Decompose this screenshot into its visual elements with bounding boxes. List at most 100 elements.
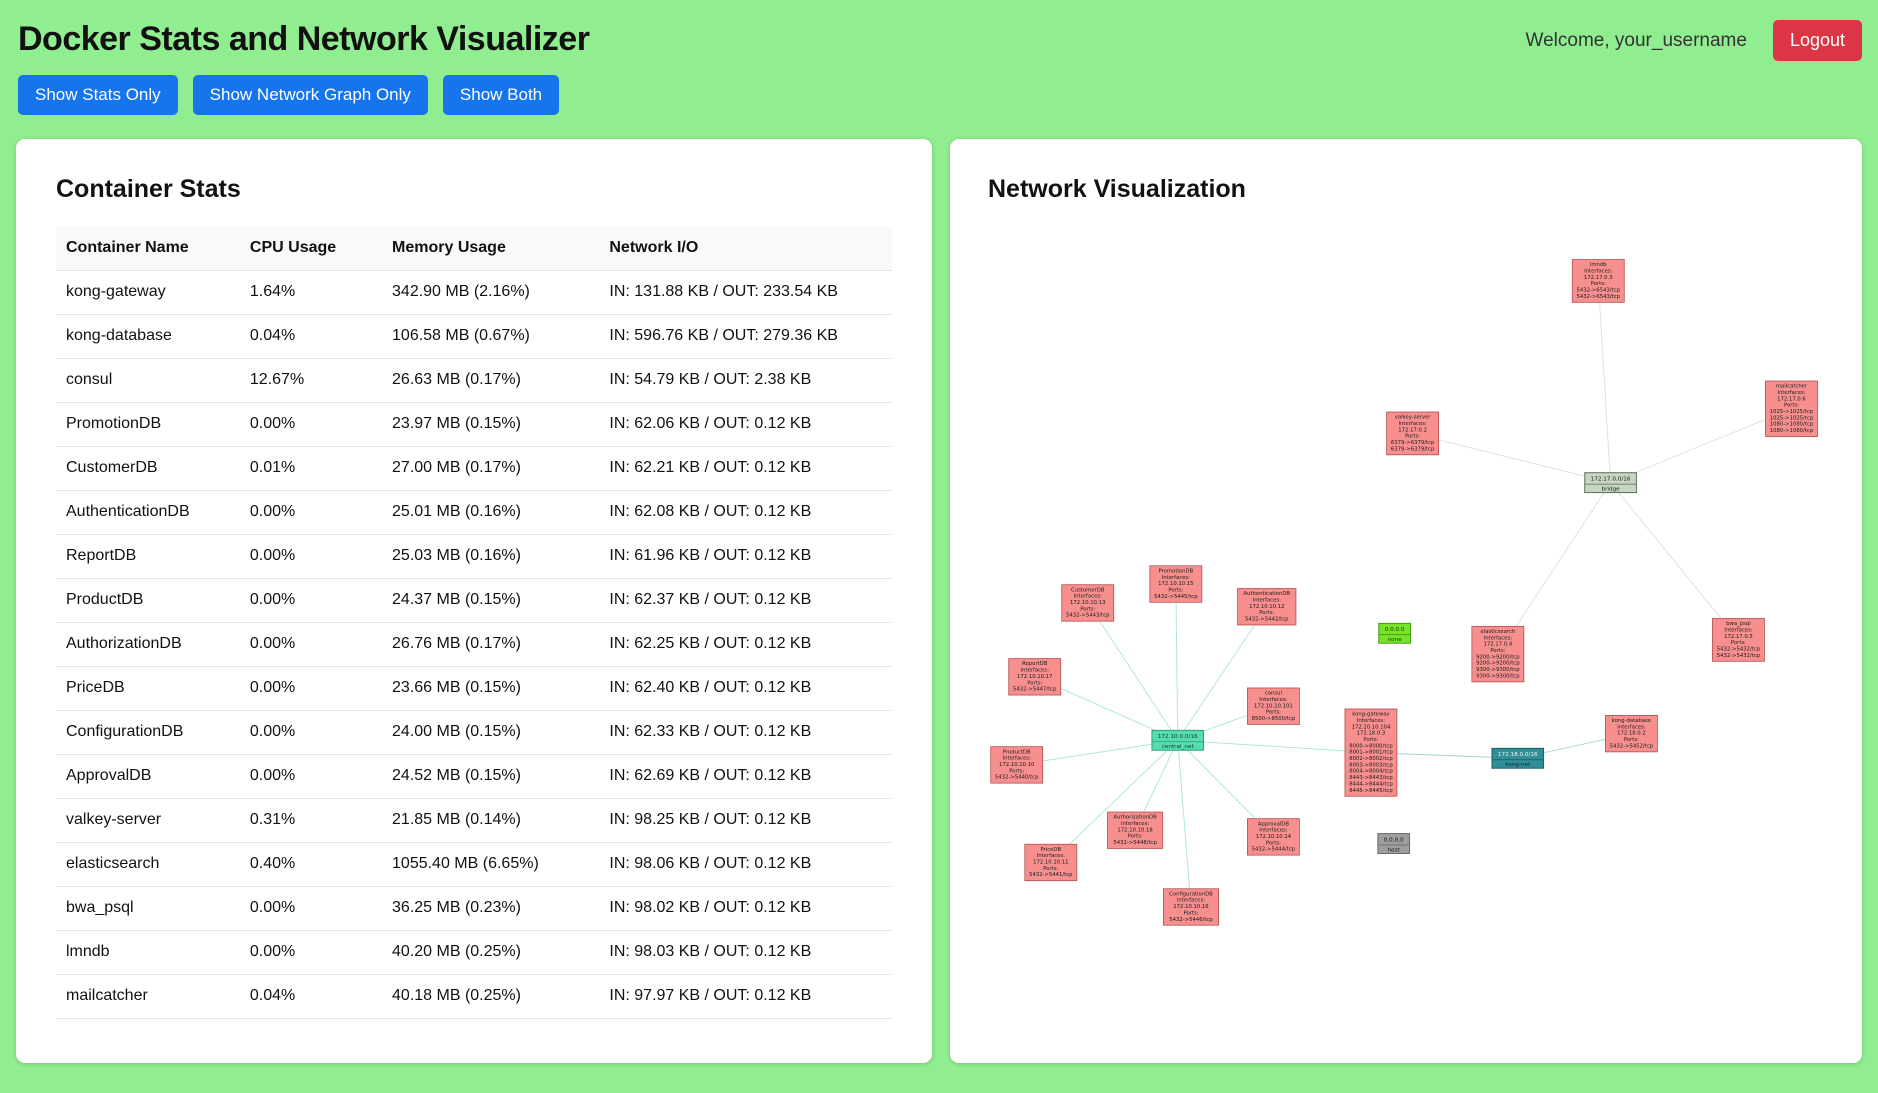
graph-node-mailcatcher[interactable]: mailcatcherInterfaces:172.17.0.6Ports:10… xyxy=(1765,380,1818,437)
table-cell: IN: 97.97 KB / OUT: 0.12 KB xyxy=(599,974,892,1019)
graph-node-ApprovalDB[interactable]: ApprovalDBInterfaces:172.10.10.14Ports:5… xyxy=(1247,818,1300,856)
svg-text:8003->8003/tcp: 8003->8003/tcp xyxy=(1349,762,1393,768)
svg-text:Interfaces:: Interfaces: xyxy=(1398,421,1426,427)
table-cell: 40.18 MB (0.25%) xyxy=(382,974,600,1019)
graph-node-valkey-server[interactable]: valkey-serverInterfaces:172.17.0.2Ports:… xyxy=(1386,411,1440,456)
graph-node-AuthenticationDB[interactable]: AuthenticationDBInterfaces:172.10.10.12P… xyxy=(1237,588,1297,626)
svg-text:5432->5440/tcp: 5432->5440/tcp xyxy=(995,775,1039,781)
table-cell: IN: 62.33 KB / OUT: 0.12 KB xyxy=(599,710,892,755)
svg-text:172.17.0.5: 172.17.0.5 xyxy=(1724,634,1753,640)
logout-button[interactable]: Logout xyxy=(1772,20,1862,61)
svg-text:172.10.10.18: 172.10.10.18 xyxy=(1117,827,1153,833)
show-stats-only-button[interactable]: Show Stats Only xyxy=(18,75,178,115)
table-cell: lmndb xyxy=(56,930,240,975)
table-cell: 21.85 MB (0.14%) xyxy=(382,798,600,843)
svg-text:172.18.0.0/16: 172.18.0.0/16 xyxy=(1498,752,1538,758)
svg-text:central_net: central_net xyxy=(1162,744,1195,750)
table-cell: AuthenticationDB xyxy=(56,490,240,535)
svg-text:172.10.10.12: 172.10.10.12 xyxy=(1249,604,1284,610)
graph-node-ReportDB[interactable]: ReportDBInterfaces:172.10.10.17Ports:543… xyxy=(1008,658,1062,696)
graph-edge xyxy=(1177,739,1371,754)
graph-node-kong-net[interactable]: 172.18.0.0/16 kong-net xyxy=(1491,747,1545,769)
welcome-text: Welcome, your_username xyxy=(1525,29,1747,51)
graph-node-PromotionDB[interactable]: PromotionDBInterfaces:172.10.10.15Ports:… xyxy=(1149,565,1203,603)
show-network-graph-only-button[interactable]: Show Network Graph Only xyxy=(192,75,428,115)
table-cell: bwa_psql xyxy=(56,886,240,931)
svg-text:ReportDB: ReportDB xyxy=(1022,661,1048,667)
graph-node-kong-gateway[interactable]: kong-gatewayInterfaces:172.10.10.104172.… xyxy=(1344,708,1398,797)
graph-node-PriceDB[interactable]: PriceDBInterfaces:172.10.10.11Ports:5432… xyxy=(1024,843,1078,882)
svg-text:elasticsearch: elasticsearch xyxy=(1480,629,1515,635)
graph-edge xyxy=(1610,408,1792,484)
svg-text:Ports:: Ports: xyxy=(1266,840,1281,846)
svg-text:Interfaces:: Interfaces: xyxy=(1617,724,1645,730)
svg-text:5432->5442/tcp: 5432->5442/tcp xyxy=(1245,617,1289,623)
page-title: Docker Stats and Network Visualizer xyxy=(18,20,590,58)
table-cell: IN: 98.03 KB / OUT: 0.12 KB xyxy=(599,930,892,975)
table-cell: ConfigurationDB xyxy=(56,710,240,755)
show-both-button[interactable]: Show Both xyxy=(442,75,560,115)
svg-text:Ports:: Ports: xyxy=(1405,434,1420,440)
graph-node-kong-database[interactable]: kong-databaseInterfaces:172.18.0.2Ports:… xyxy=(1605,715,1658,753)
svg-text:8001->8001/tcp: 8001->8001/tcp xyxy=(1349,750,1393,756)
table-cell: 0.00% xyxy=(239,490,383,535)
svg-text:5432->5445/tcp: 5432->5445/tcp xyxy=(1154,594,1198,600)
table-cell: 24.52 MB (0.15%) xyxy=(382,754,600,799)
svg-text:kong-database: kong-database xyxy=(1612,718,1651,724)
table-cell: consul xyxy=(56,358,240,403)
table-cell: 0.01% xyxy=(239,446,383,491)
svg-text:Interfaces:: Interfaces: xyxy=(1253,597,1281,603)
table-cell: 106.58 MB (0.67%) xyxy=(382,314,600,359)
svg-text:172.10.10.10: 172.10.10.10 xyxy=(999,762,1035,768)
svg-text:172.18.0.2: 172.18.0.2 xyxy=(1617,731,1646,737)
stats-column-header: Network I/O xyxy=(599,226,892,271)
table-cell: IN: 54.79 KB / OUT: 2.38 KB xyxy=(599,358,892,403)
svg-text:valkey-server: valkey-server xyxy=(1395,415,1432,421)
header-right: Welcome, your_username Logout xyxy=(1526,20,1862,61)
table-cell: 25.03 MB (0.16%) xyxy=(382,534,600,579)
graph-node-ConfigurationDB[interactable]: ConfigurationDBInterfaces:172.10.10.16Po… xyxy=(1163,888,1219,926)
table-cell: 0.00% xyxy=(239,754,383,799)
svg-text:172.10.10.101: 172.10.10.101 xyxy=(1254,703,1293,709)
svg-text:Ports:: Ports: xyxy=(1490,648,1505,654)
svg-text:Ports:: Ports: xyxy=(1183,910,1198,916)
svg-text:kong-net: kong-net xyxy=(1505,762,1531,768)
svg-text:ConfigurationDB: ConfigurationDB xyxy=(1169,891,1213,897)
graph-node-ProductDB[interactable]: ProductDBInterfaces:172.10.10.10Ports:54… xyxy=(990,746,1044,784)
svg-text:1025->1025/tcp: 1025->1025/tcp xyxy=(1770,409,1814,415)
svg-text:consul: consul xyxy=(1265,691,1282,697)
graph-node-elasticsearch[interactable]: elasticsearchInterfaces:172.17.0.4Ports:… xyxy=(1471,625,1525,683)
svg-text:none: none xyxy=(1388,637,1403,643)
table-cell: 342.90 MB (2.16%) xyxy=(382,270,600,315)
graph-node-CustomerDB[interactable]: CustomerDBInterfaces:172.10.10.13Ports:5… xyxy=(1061,584,1115,622)
graph-node-lmndb[interactable]: lmndbInterfaces:172.17.0.3Ports:5432->65… xyxy=(1571,259,1625,303)
graph-edge xyxy=(1177,740,1192,908)
svg-text:8445->8445/tcp: 8445->8445/tcp xyxy=(1349,788,1393,794)
table-cell: 0.00% xyxy=(239,402,383,447)
table-cell: 0.00% xyxy=(239,710,383,755)
svg-text:Interfaces:: Interfaces: xyxy=(1037,853,1065,859)
graph-edge xyxy=(1597,280,1612,483)
graph-edge xyxy=(1050,739,1179,863)
svg-text:ApprovalDB: ApprovalDB xyxy=(1258,821,1290,827)
table-cell: IN: 62.40 KB / OUT: 0.12 KB xyxy=(599,666,892,711)
network-graph-canvas[interactable]: lmndbInterfaces:172.17.0.3Ports:5432->65… xyxy=(964,226,1848,1050)
graph-node-AuthorizationDB[interactable]: AuthorizationDBInterfaces:172.10.10.18Po… xyxy=(1107,811,1164,849)
graph-node-consul[interactable]: consulInterfaces:172.10.10.101Ports:8500… xyxy=(1247,687,1300,725)
graph-edge xyxy=(1016,739,1178,766)
svg-text:172.17.0.2: 172.17.0.2 xyxy=(1398,427,1427,433)
graph-node-bwa_psql[interactable]: bwa_psqlInterfaces:172.17.0.5Ports:5432-… xyxy=(1712,618,1765,662)
svg-text:bridge: bridge xyxy=(1601,487,1620,493)
svg-text:8500->8500/tcp: 8500->8500/tcp xyxy=(1252,716,1296,722)
